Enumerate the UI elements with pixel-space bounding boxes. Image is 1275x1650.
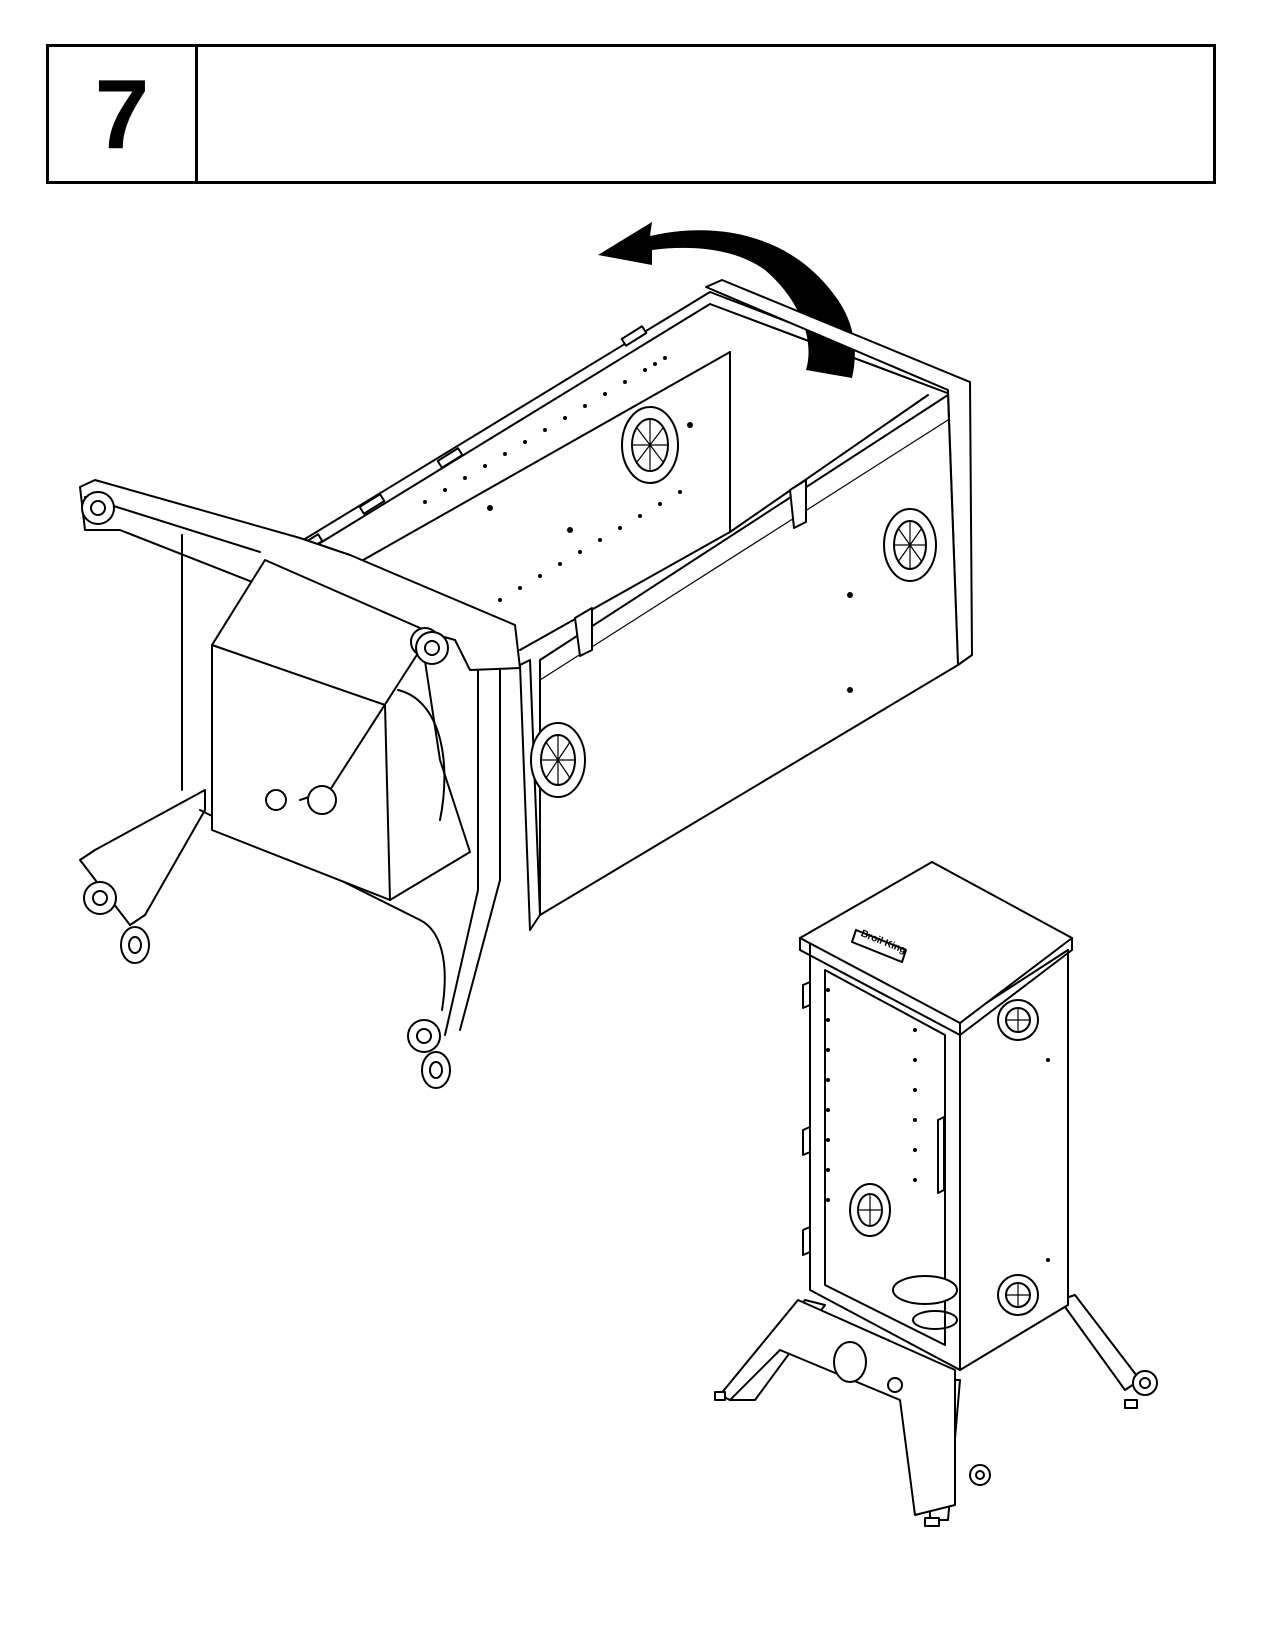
step-number: 7 [49, 47, 198, 181]
hinge-icon [296, 325, 648, 555]
rotation-arrow-icon [598, 222, 855, 378]
vent-icon [883, 508, 937, 582]
caster-wheel-icon [415, 631, 449, 665]
caster-wheel-icon [83, 881, 150, 964]
caster-wheel-icon [407, 1019, 451, 1089]
caster-wheel-icon [1132, 1370, 1158, 1396]
vent-icon [997, 999, 1039, 1041]
vent-icon [997, 1274, 1039, 1316]
vent-icon [621, 406, 679, 484]
smoker-on-back [79, 279, 973, 1089]
vent-icon [530, 722, 586, 798]
caster-wheel-icon [81, 491, 115, 525]
rack-holes [423, 356, 853, 693]
smoker-upright: Broil King [714, 861, 1158, 1527]
vent-icon [849, 1183, 891, 1237]
step-header: 7 [46, 44, 1216, 184]
caster-wheel-icon [969, 1464, 991, 1486]
